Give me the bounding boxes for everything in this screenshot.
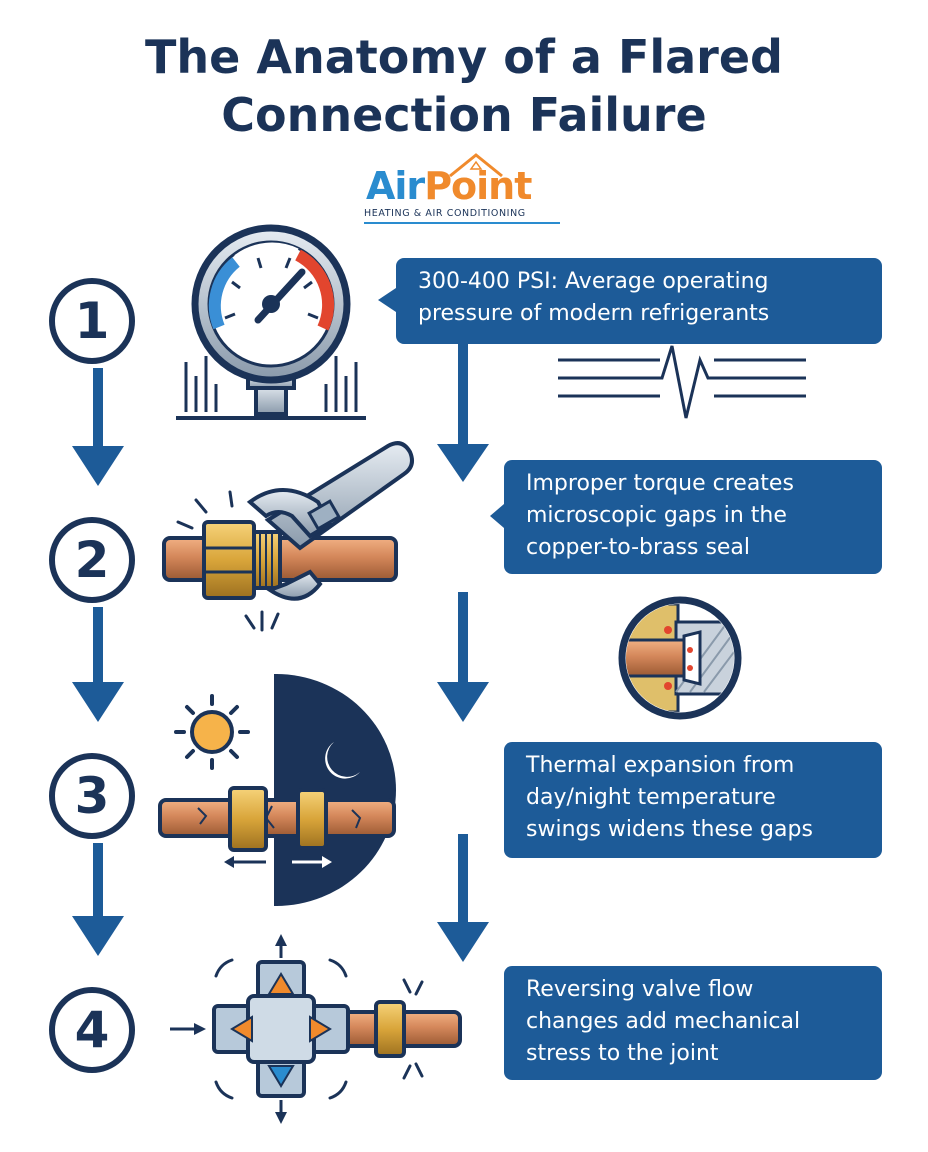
left-flow-arrows bbox=[72, 368, 124, 956]
wrench-on-fitting-icon bbox=[162, 441, 414, 632]
step-number-2: 2 bbox=[49, 517, 135, 603]
callout-line: changes add mechanical bbox=[526, 1009, 801, 1034]
logo-wordmark: AirPoint bbox=[366, 164, 532, 208]
logo-tagline: HEATING & AIR CONDITIONING bbox=[364, 208, 526, 219]
callout-2-pointer bbox=[490, 504, 504, 528]
callout-step-1: 300-400 PSI: Average operating pressure … bbox=[396, 258, 882, 344]
middle-flow-arrows bbox=[437, 340, 489, 962]
roof-icon bbox=[449, 153, 503, 178]
callout-line: 300-400 PSI: Average operating bbox=[418, 269, 769, 294]
reversing-valve-icon bbox=[170, 934, 462, 1124]
sun-icon bbox=[174, 694, 250, 770]
logo-word-point: Point bbox=[424, 164, 532, 208]
pressure-wave-icon bbox=[558, 345, 806, 419]
callout-step-3: Thermal expansion from day/night tempera… bbox=[504, 742, 882, 858]
callout-line: swings widens these gaps bbox=[526, 817, 813, 842]
seal-cross-section-icon bbox=[618, 596, 742, 720]
step-number-1: 1 bbox=[49, 278, 135, 364]
brand-logo: AirPoint HEATING & AIR CONDITIONING bbox=[350, 150, 580, 230]
step-number-4: 4 bbox=[49, 987, 135, 1073]
pressure-gauge-icon bbox=[176, 224, 366, 420]
callout-line: copper-to-brass seal bbox=[526, 535, 751, 560]
day-night-thermal-icon bbox=[158, 674, 396, 906]
callout-line: pressure of modern refrigerants bbox=[418, 301, 770, 326]
step-number-3: 3 bbox=[49, 753, 135, 839]
callout-step-2: Improper torque creates microscopic gaps… bbox=[504, 460, 882, 574]
callout-step-4: Reversing valve flow changes add mechani… bbox=[504, 966, 882, 1080]
callout-line: Thermal expansion from bbox=[526, 753, 795, 778]
page-title: The Anatomy of a Flared Connection Failu… bbox=[145, 30, 783, 142]
callout-line: microscopic gaps in the bbox=[526, 503, 787, 528]
callout-line: Improper torque creates bbox=[526, 471, 794, 496]
callout-1-pointer bbox=[378, 288, 396, 312]
callout-line: Reversing valve flow bbox=[526, 977, 754, 1002]
logo-word-air: Air bbox=[366, 164, 425, 208]
logo-underline bbox=[364, 222, 560, 224]
callout-line: day/night temperature bbox=[526, 785, 776, 810]
callout-line: stress to the joint bbox=[526, 1041, 719, 1066]
